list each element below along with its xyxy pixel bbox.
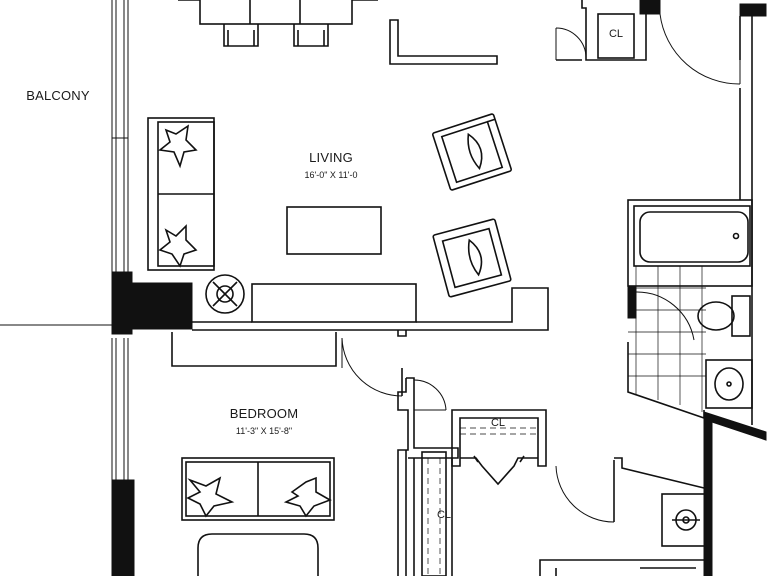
window-wall bbox=[0, 0, 193, 576]
bedroom-door bbox=[341, 337, 403, 397]
balcony-label: BALCONY bbox=[26, 88, 90, 103]
labels: BALCONY LIVING 16'-0" X 11'-0 BEDROOM 11… bbox=[26, 28, 623, 521]
bedroom-closet-side-label: CL bbox=[437, 509, 451, 521]
media-console bbox=[251, 283, 417, 323]
coffee-table bbox=[286, 206, 382, 255]
sofa bbox=[147, 117, 215, 271]
closet-cluster bbox=[397, 377, 705, 576]
kitchen-counter bbox=[389, 19, 498, 65]
entry-closet bbox=[555, 0, 767, 90]
bed bbox=[181, 457, 335, 576]
lamp-table bbox=[205, 274, 245, 314]
kitchen-corner bbox=[539, 493, 711, 576]
partition-wall bbox=[171, 287, 549, 367]
armchair-bottom bbox=[432, 218, 512, 298]
bedroom-dimensions: 11'-3" X 15'-8" bbox=[236, 426, 292, 436]
dining-set bbox=[178, 0, 378, 47]
bedroom-closet-top-label: CL bbox=[491, 417, 505, 429]
living-label: LIVING bbox=[309, 150, 353, 165]
living-dimensions: 16'-0" X 11'-0 bbox=[305, 170, 358, 180]
bedroom-label: BEDROOM bbox=[230, 406, 299, 421]
entry-closet-label: CL bbox=[609, 28, 623, 40]
armchair-top bbox=[432, 113, 512, 191]
